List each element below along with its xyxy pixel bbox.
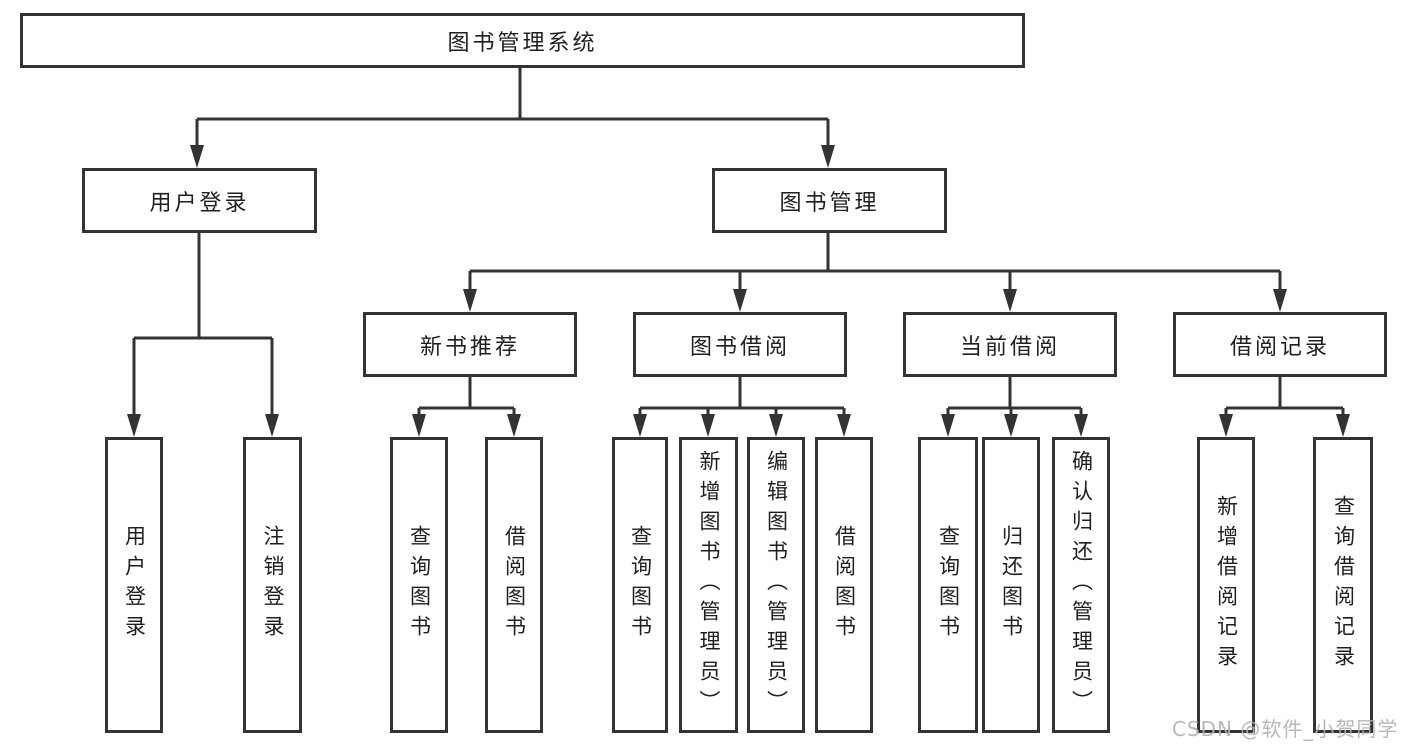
connector-current-borrow xyxy=(946,375,1083,420)
connector-book-mgmt xyxy=(468,231,1282,295)
leaf-query-books-3: 查询图书 xyxy=(918,437,978,733)
node-borrow-records: 借阅记录 xyxy=(1173,312,1387,377)
arrowheads xyxy=(127,145,1350,437)
arrowhead xyxy=(1336,414,1350,437)
leaf-logout-label: 注销登录 xyxy=(261,525,285,645)
leaf-return-book-label: 归还图书 xyxy=(999,525,1024,645)
arrowhead xyxy=(463,289,477,312)
node-new-book-rec-label: 新书推荐 xyxy=(419,334,520,360)
node-user-login-label: 用户登录 xyxy=(149,190,250,216)
node-root: 图书管理系统 xyxy=(20,13,1025,68)
node-book-mgmt-label: 图书管理 xyxy=(779,190,880,216)
arrowhead xyxy=(941,414,955,437)
node-root-label: 图书管理系统 xyxy=(447,30,598,56)
node-borrow-records-label: 借阅记录 xyxy=(1229,334,1330,360)
connector-new-book-rec xyxy=(417,375,516,420)
leaf-query-borrow-record-label: 查询借阅记录 xyxy=(1331,495,1356,675)
arrowhead xyxy=(1273,289,1287,312)
connector-borrow-records xyxy=(1224,375,1345,420)
leaf-add-book-admin-label: 新增图书（管理员） xyxy=(697,450,721,720)
arrowhead xyxy=(1004,414,1018,437)
arrowhead xyxy=(701,414,715,437)
node-user-login: 用户登录 xyxy=(82,168,317,233)
arrowhead xyxy=(412,414,426,437)
arrowhead xyxy=(733,289,747,312)
leaf-edit-book-admin-label: 编辑图书（管理员） xyxy=(764,450,789,720)
arrowhead xyxy=(1074,414,1088,437)
node-current-borrow-label: 当前借阅 xyxy=(959,334,1060,360)
arrowhead xyxy=(837,414,851,437)
node-current-borrow: 当前借阅 xyxy=(903,312,1117,377)
node-book-borrow: 图书借阅 xyxy=(633,312,847,377)
node-new-book-rec: 新书推荐 xyxy=(363,312,577,377)
leaf-user-login: 用户登录 xyxy=(105,437,163,733)
arrowhead xyxy=(265,414,279,437)
leaf-query-books-2: 查询图书 xyxy=(612,437,668,733)
leaf-add-borrow-record-label: 新增借阅记录 xyxy=(1214,495,1239,675)
leaf-query-books-1-label: 查询图书 xyxy=(407,525,432,645)
connector-book-borrow xyxy=(638,375,846,420)
leaf-query-books-1: 查询图书 xyxy=(390,437,448,733)
leaf-borrow-books-1: 借阅图书 xyxy=(485,437,543,733)
node-book-mgmt: 图书管理 xyxy=(712,168,947,233)
arrowhead xyxy=(507,414,521,437)
arrowhead xyxy=(1219,414,1233,437)
leaf-user-login-label: 用户登录 xyxy=(122,525,147,645)
connector-user-login xyxy=(132,231,274,420)
arrowhead xyxy=(127,414,141,437)
arrowhead xyxy=(769,414,783,437)
node-book-borrow-label: 图书借阅 xyxy=(689,334,790,360)
leaf-query-borrow-record: 查询借阅记录 xyxy=(1313,437,1373,733)
leaf-add-borrow-record: 新增借阅记录 xyxy=(1197,437,1255,733)
watermark: CSDN @软件_小贺同学 xyxy=(1172,717,1399,741)
leaf-edit-book-admin: 编辑图书（管理员） xyxy=(747,437,805,733)
leaf-query-books-3-label: 查询图书 xyxy=(936,525,961,645)
leaf-borrow-books-1-label: 借阅图书 xyxy=(502,525,527,645)
connector-root xyxy=(195,66,830,150)
arrowhead xyxy=(1003,289,1017,312)
leaf-confirm-return-admin: 确认归还（管理员） xyxy=(1052,437,1110,733)
leaf-logout: 注销登录 xyxy=(243,437,302,733)
leaf-confirm-return-admin-label: 确认归还（管理员） xyxy=(1069,450,1094,720)
leaf-borrow-books-2-label: 借阅图书 xyxy=(832,525,857,645)
leaf-borrow-books-2: 借阅图书 xyxy=(815,437,873,733)
leaf-return-book: 归还图书 xyxy=(982,437,1040,733)
arrowhead xyxy=(190,145,204,168)
leaf-query-books-2-label: 查询图书 xyxy=(628,525,653,645)
arrowhead xyxy=(633,414,647,437)
arrowhead xyxy=(821,145,835,168)
leaf-add-book-admin: 新增图书（管理员） xyxy=(679,437,738,733)
